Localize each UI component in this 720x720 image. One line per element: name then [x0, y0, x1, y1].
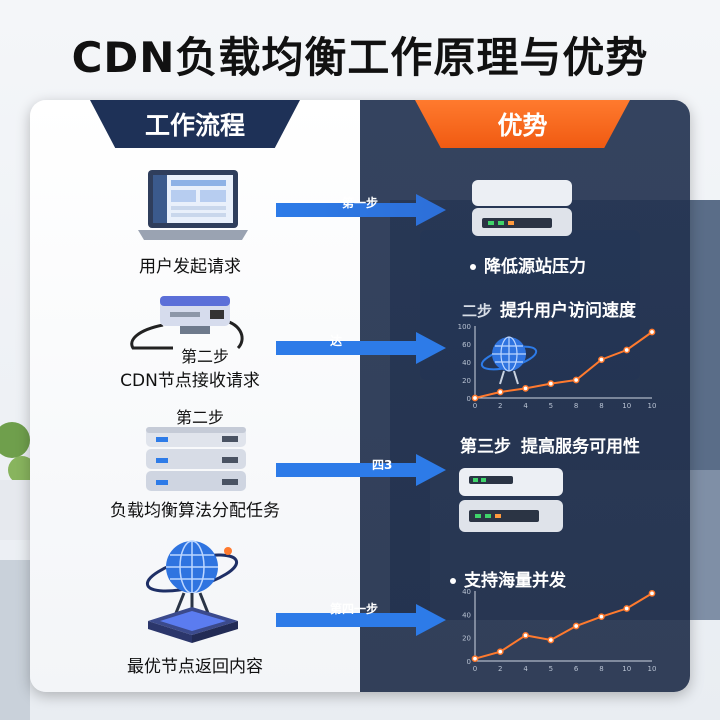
data-point [547, 636, 555, 644]
data-point [547, 380, 555, 387]
advantage-2-prefix: 二步 [462, 302, 493, 320]
globe-node-icon [145, 540, 239, 643]
advantage-4-label: 支持海量并发 [464, 571, 566, 591]
y-tick-label: 60 [462, 341, 471, 349]
data-point [471, 655, 479, 663]
arrow-step-1-label: 第一步 [342, 196, 379, 210]
bullet-icon [450, 578, 456, 584]
x-tick-label: 5 [549, 402, 553, 410]
advantage-3-prefix: 第三步 [460, 437, 511, 457]
x-tick-label: 0 [473, 402, 477, 410]
x-tick-label: 0 [473, 665, 477, 673]
data-point [496, 388, 504, 396]
x-tick-label: 8 [599, 665, 603, 673]
data-point [623, 605, 631, 612]
step-1-label: 用户发起请求 [139, 257, 241, 277]
data-point [598, 356, 605, 363]
x-tick-label: 6 [574, 665, 579, 673]
data-point [598, 613, 605, 621]
server-icon-bottom [459, 468, 563, 532]
step-2-label: CDN节点接收请求 [120, 371, 260, 391]
server-icon-top [472, 180, 572, 236]
y-tick-label: 100 [458, 323, 471, 331]
data-point [522, 631, 529, 639]
x-tick-label: 2 [498, 402, 502, 410]
x-tick-label: 8 [574, 402, 578, 410]
data-point [471, 394, 479, 402]
series-line [474, 592, 653, 660]
advantage-1-label: 降低源站压力 [484, 257, 586, 277]
y-tick-label: 40 [462, 359, 471, 367]
x-tick-label: 10 [648, 402, 657, 410]
y-tick-label: 20 [462, 377, 471, 385]
y-tick-label: 40 [462, 611, 471, 619]
data-point [572, 622, 580, 630]
arrow-step-2-label: 达 [330, 334, 343, 348]
advantage-3: 第三步提高服务可用性 [460, 432, 640, 457]
step-3-sublabel: 第二步 [175, 408, 224, 427]
advantage-2-label: 提升用户访问速度 [500, 301, 637, 321]
data-point [648, 328, 656, 336]
arrow-step-4-label: 第四一步 [330, 602, 379, 616]
y-tick-label: 0 [467, 658, 471, 666]
y-tick-label: 20 [462, 635, 471, 643]
page-title: CDN负载均衡工作原理与优势 [71, 33, 649, 82]
arrow-step-3 [276, 454, 446, 486]
x-tick-label: 2 [498, 665, 502, 673]
speed-chart: 0 20 40 60 100 0 2 4 5 8 8 10 10 [458, 323, 657, 410]
x-tick-label: 4 [523, 665, 528, 673]
server-stack-icon [146, 427, 246, 491]
arrow-step-1 [276, 194, 446, 226]
data-point [496, 648, 504, 656]
concurrency-chart: 0 20 40 40 0 2 4 5 6 8 10 10 [462, 588, 657, 673]
tab-advantages: 优势 [415, 100, 630, 148]
series-line [474, 331, 653, 399]
arrow-step-4 [276, 604, 446, 636]
y-tick-label: 0 [467, 395, 471, 403]
data-point [623, 346, 631, 354]
data-point [572, 376, 580, 384]
x-tick-label: 10 [622, 665, 631, 673]
advantage-3-label: 提高服务可用性 [521, 437, 640, 457]
data-point [648, 589, 656, 597]
tab-workflow: 工作流程 [90, 100, 300, 148]
y-tick-label: 40 [462, 588, 471, 596]
advantage-4: 支持海量并发 [450, 566, 566, 591]
data-point [522, 385, 529, 392]
advantage-2: 二步提升用户访问速度 [462, 296, 636, 321]
step-2-sublabel: 第二步 [180, 347, 229, 366]
arrow-step-3-label: 四3 [372, 458, 393, 472]
advantage-1: 降低源站压力 [470, 252, 586, 277]
cdn-node-icon [130, 296, 244, 350]
globe-icon [480, 336, 538, 385]
x-tick-label: 8 [599, 402, 603, 410]
laptop-icon [138, 170, 248, 240]
step-3-label: 负载均衡算法分配任务 [110, 501, 280, 521]
arrow-step-2 [276, 332, 446, 364]
bullet-icon [470, 264, 476, 270]
x-tick-label: 4 [523, 402, 528, 410]
x-tick-label: 10 [622, 402, 631, 410]
x-tick-label: 5 [549, 665, 553, 673]
step-4-label: 最优节点返回内容 [127, 657, 263, 677]
x-tick-label: 10 [648, 665, 657, 673]
